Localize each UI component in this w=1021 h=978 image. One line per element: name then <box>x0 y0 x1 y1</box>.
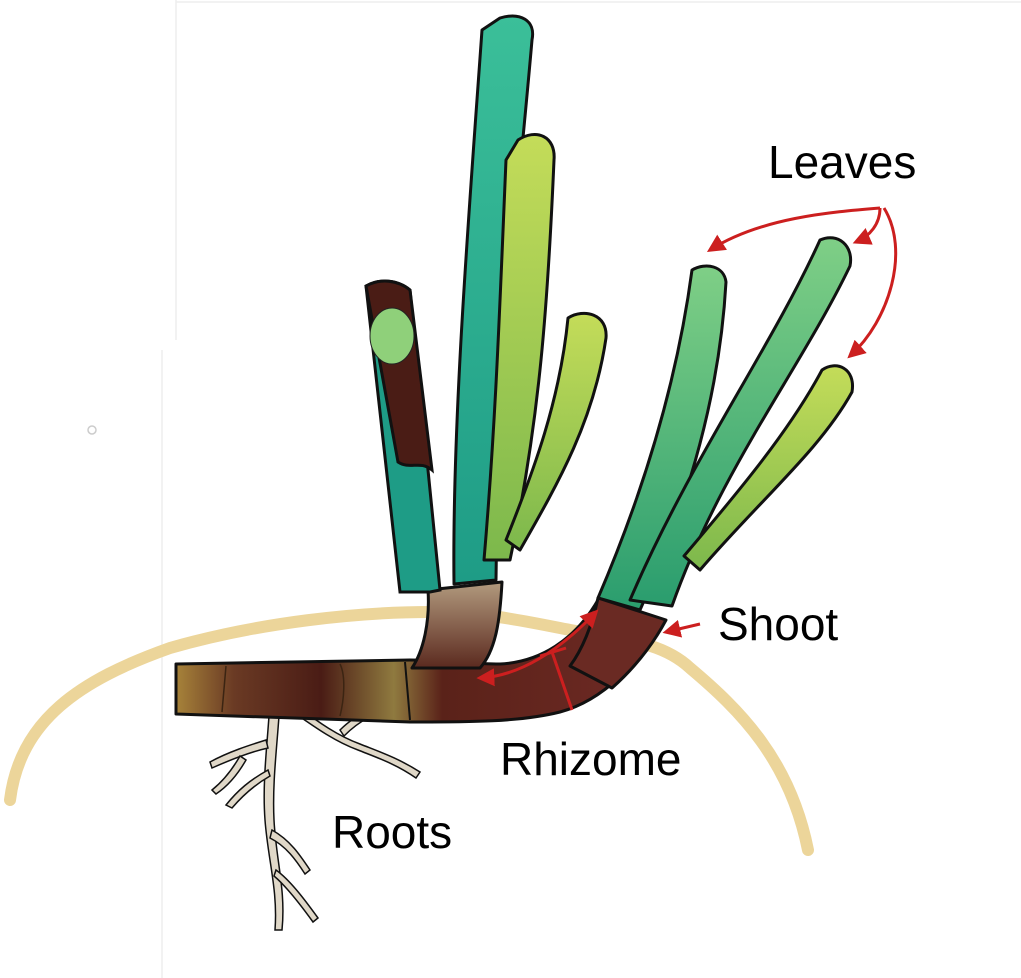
shoot-arrow <box>666 624 700 632</box>
roots-label: Roots <box>332 806 452 858</box>
left-shoot-base <box>412 582 502 668</box>
old-leaf-stub <box>366 281 440 592</box>
rhizome-label: Rhizome <box>500 733 682 785</box>
right-shoot-base <box>570 598 666 688</box>
leaves-label: Leaves <box>768 136 916 188</box>
small-dot <box>88 426 96 434</box>
shoot-label: Shoot <box>718 598 838 650</box>
